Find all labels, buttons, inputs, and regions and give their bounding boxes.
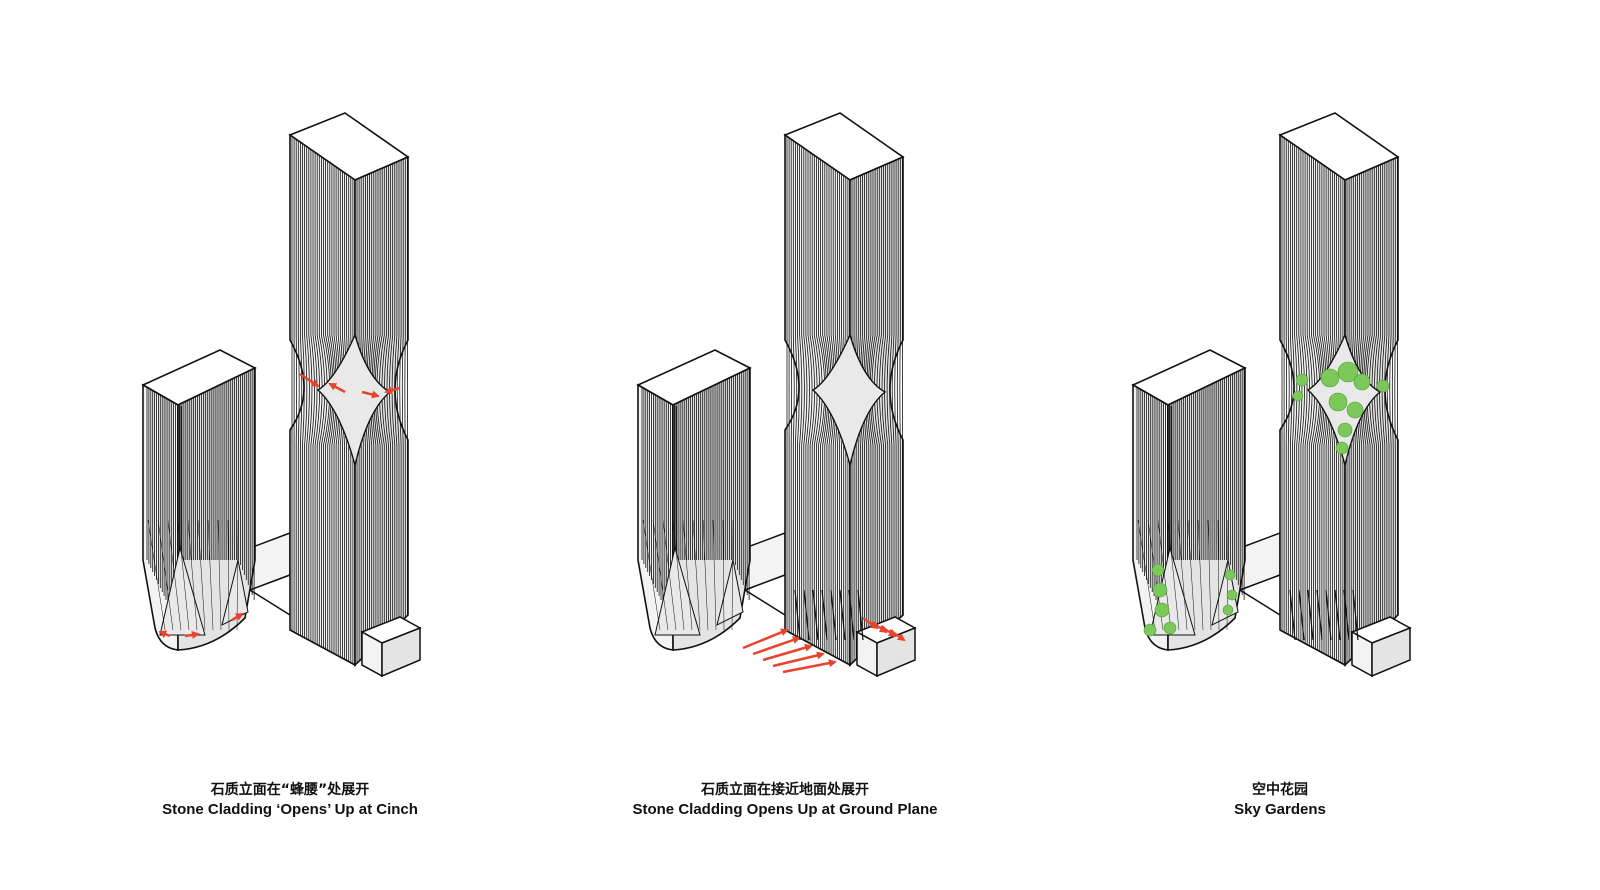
greenery-blob xyxy=(1152,564,1164,576)
panel-gardens-diagram xyxy=(1133,113,1410,676)
greenery-blob xyxy=(1144,624,1156,636)
panel-ground-diagram xyxy=(638,113,915,676)
greenery-blob xyxy=(1155,603,1169,617)
greenery-blob xyxy=(1164,622,1176,634)
panel-cinch-diagram xyxy=(143,113,420,676)
greenery-blob xyxy=(1153,583,1167,597)
caption-cinch: 石质立面在“蜂腰”处展开 Stone Cladding ‘Opens’ Up a… xyxy=(80,780,500,820)
greenery-blob xyxy=(1338,423,1352,437)
greenery-blob xyxy=(1223,605,1233,615)
greenery-blob xyxy=(1354,374,1370,390)
greenery-blob xyxy=(1293,391,1303,401)
greenery-blob xyxy=(1321,369,1339,387)
caption-cinch-en: Stone Cladding ‘Opens’ Up at Cinch xyxy=(80,800,500,820)
greenery-blob xyxy=(1296,374,1308,386)
greenery-blob xyxy=(1347,402,1363,418)
greenery-blob xyxy=(1329,393,1347,411)
caption-gardens-zh: 空中花园 xyxy=(1070,780,1490,800)
red-arrow xyxy=(783,662,835,672)
greenery-blob xyxy=(1227,590,1237,600)
caption-ground: 石质立面在接近地面处展开 Stone Cladding Opens Up at … xyxy=(575,780,995,820)
caption-gardens-en: Sky Gardens xyxy=(1070,800,1490,820)
greenery-blob xyxy=(1377,380,1389,392)
caption-gardens: 空中花园 Sky Gardens xyxy=(1070,780,1490,820)
greenery-blob xyxy=(1225,570,1235,580)
caption-cinch-zh: 石质立面在“蜂腰”处展开 xyxy=(80,780,500,800)
greenery-blob xyxy=(1336,442,1348,454)
caption-ground-zh: 石质立面在接近地面处展开 xyxy=(575,780,995,800)
caption-ground-en: Stone Cladding Opens Up at Ground Plane xyxy=(575,800,995,820)
